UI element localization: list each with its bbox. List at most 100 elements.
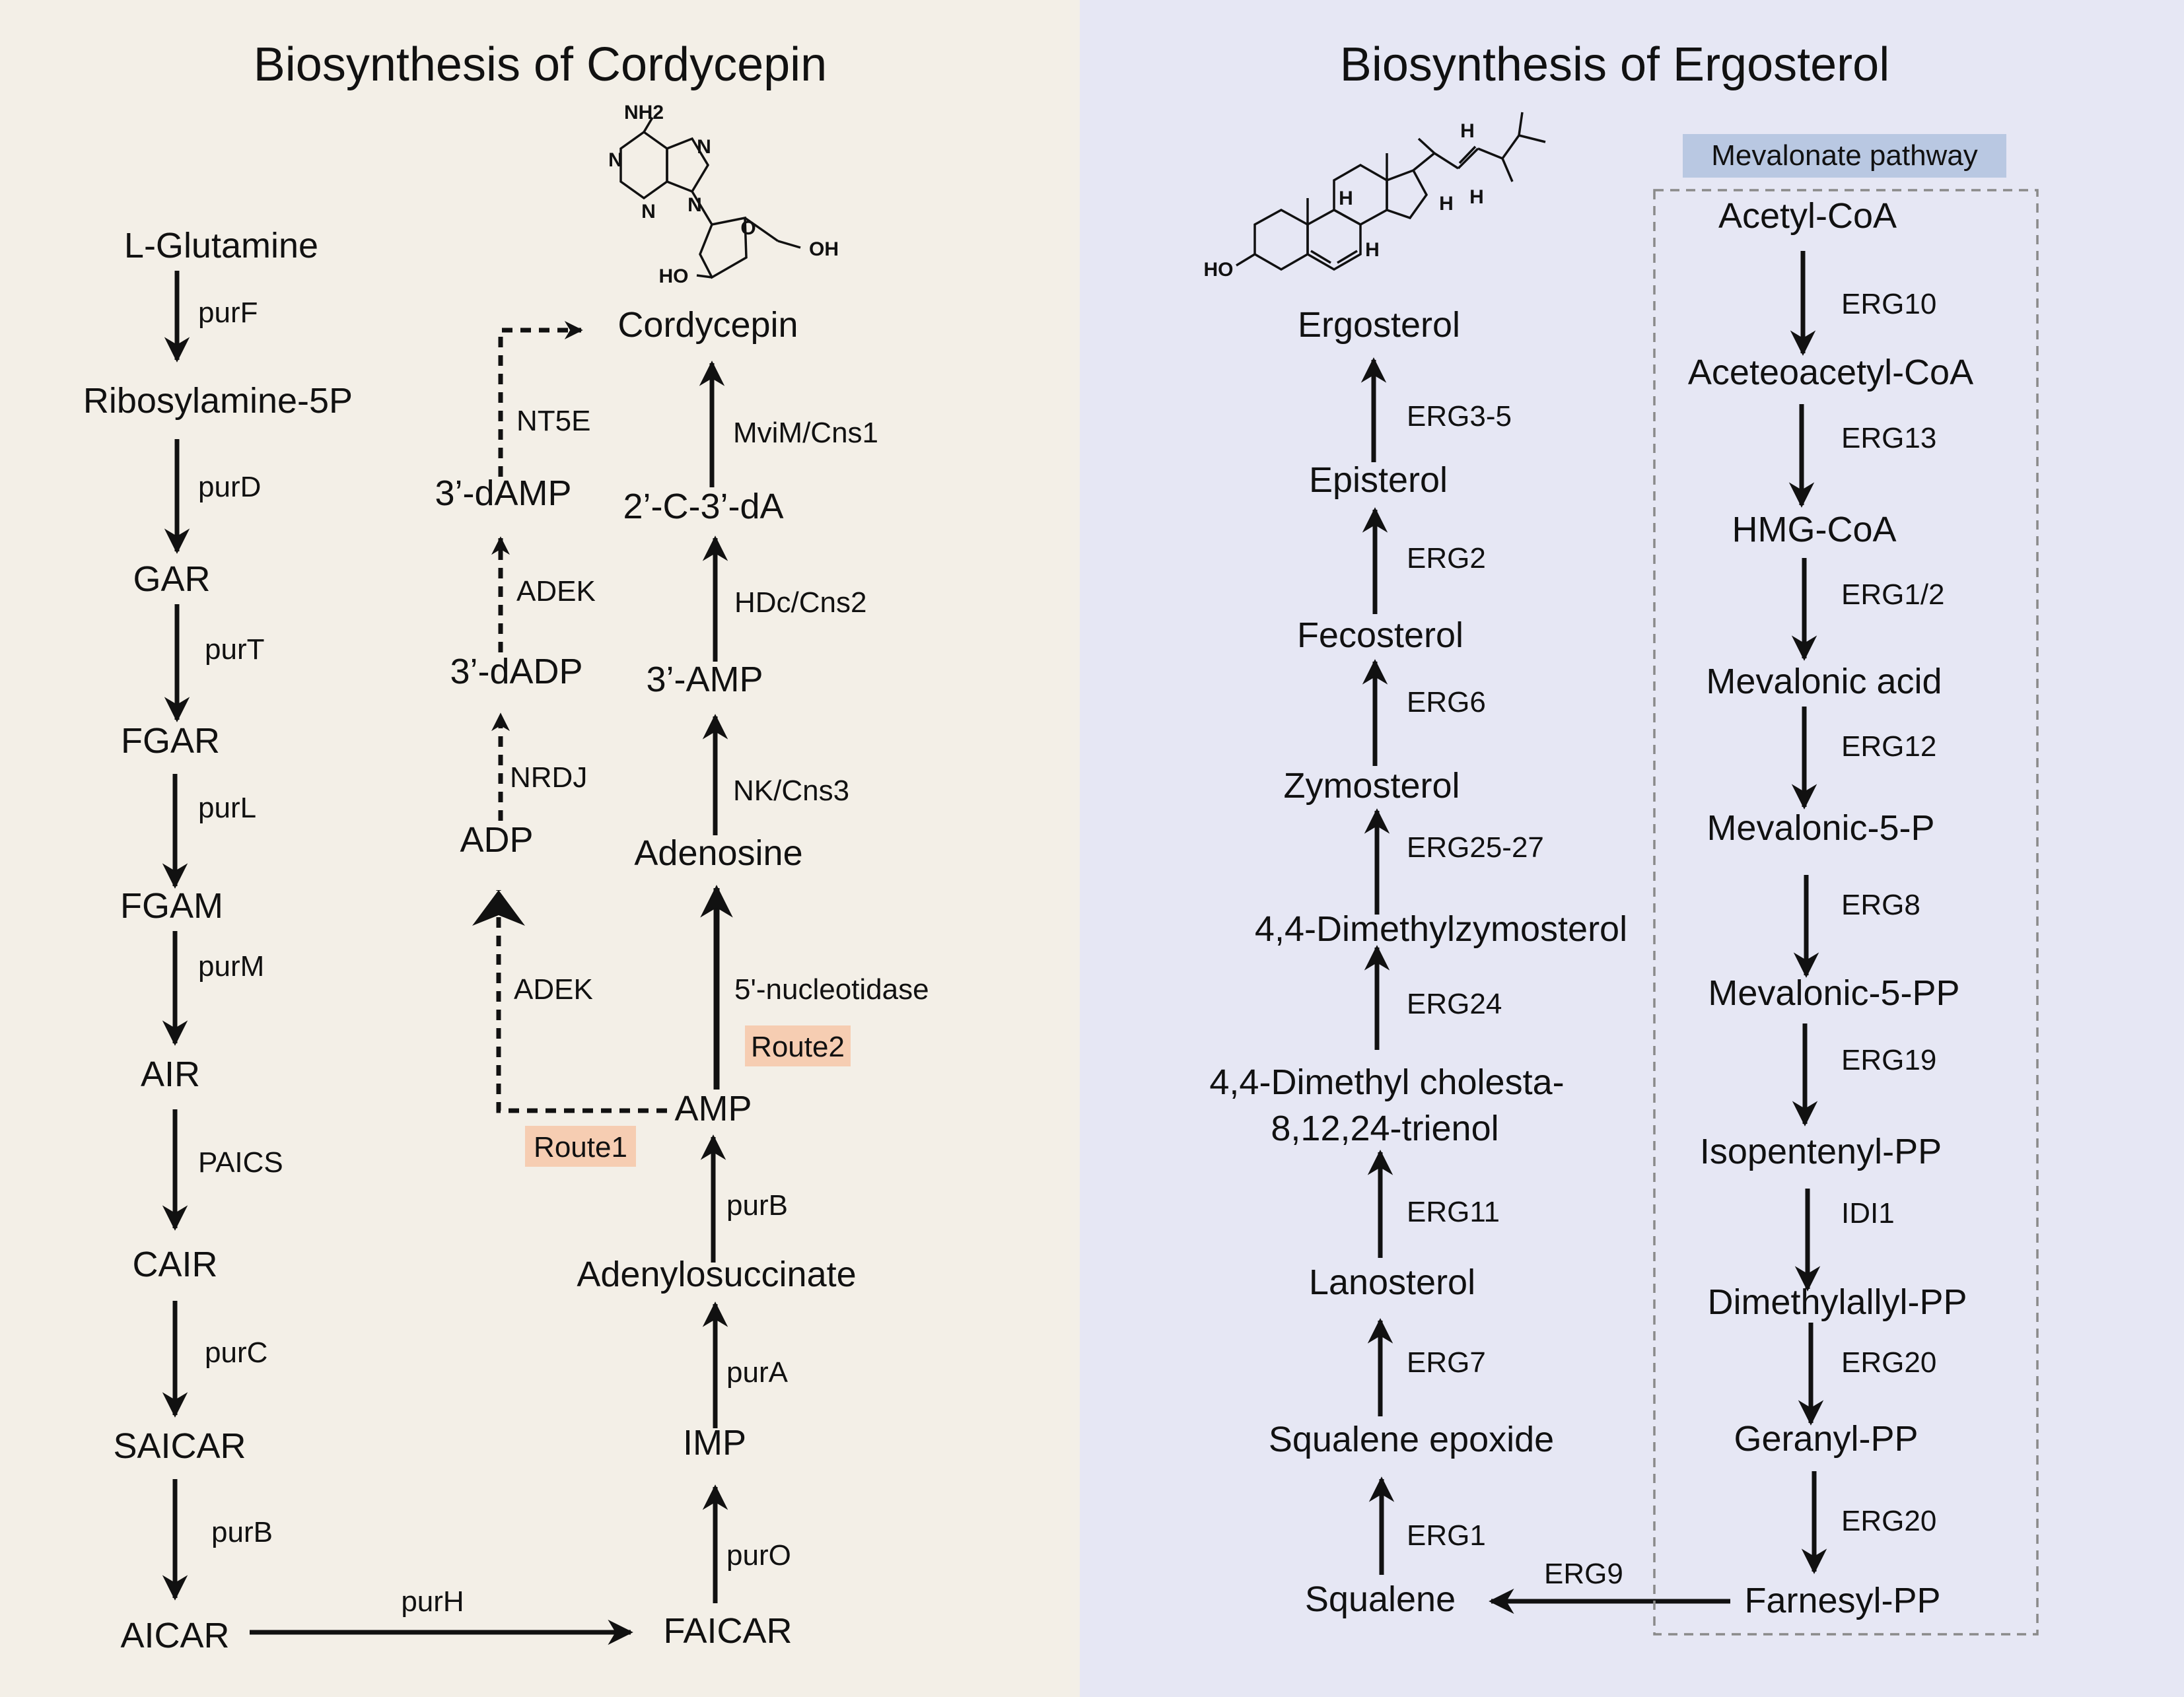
node-mevalonic-5-pp: Mevalonic-5-PP	[1708, 973, 1959, 1013]
mevalonate-pathway: Mevalonate pathway Acetyl-CoA Aceteoacet…	[1653, 134, 2039, 1636]
node-air: AIR	[141, 1055, 200, 1094]
route1-highlight	[525, 1126, 636, 1167]
enzyme-erg9: ERG9	[1544, 1558, 1623, 1590]
atom-h-14: H	[1365, 239, 1380, 261]
atom-h-17: H	[1439, 193, 1454, 215]
enzyme-erg24: ERG24	[1407, 988, 1502, 1020]
enzyme-idi1: IDI1	[1841, 1197, 1895, 1229]
ring-d	[1386, 168, 1428, 220]
route1-dashed-path	[496, 890, 667, 1113]
route1-label: Route1	[534, 1131, 627, 1163]
node-ergosterol: Ergosterol	[1298, 305, 1460, 345]
route2-highlight	[745, 1025, 851, 1066]
node-adp: ADP	[460, 820, 533, 860]
enzyme-nrdj: NRDJ	[510, 761, 587, 794]
enzyme-purH: purH	[401, 1585, 464, 1618]
enzyme-erg13: ERG13	[1841, 422, 1936, 454]
ergosterol-structure: HO H H H H H	[1204, 112, 1546, 281]
atom-n1: N	[608, 149, 623, 171]
enzyme-erg25-27: ERG25-27	[1407, 831, 1544, 864]
node-acetyl-coa: Acetyl-CoA	[1718, 196, 1897, 236]
enzyme-purC: purC	[205, 1336, 267, 1369]
ribose-ring	[699, 216, 748, 279]
ergosterol-chain: Squalene Squalene epoxide Lanosterol 4,4…	[1209, 305, 1730, 1619]
mevalonate-label: Mevalonate pathway	[1711, 139, 1978, 172]
enzyme-nk-cns3: NK/Cns3	[733, 775, 849, 807]
atom-h-22: H	[1460, 120, 1475, 142]
node-l-glutamine: L-Glutamine	[124, 226, 318, 265]
enzyme-erg19: ERG19	[1841, 1044, 1936, 1076]
enzyme-erg8: ERG8	[1841, 889, 1920, 921]
enzyme-erg1: ERG1	[1407, 1519, 1486, 1552]
node-mevalonic-acid: Mevalonic acid	[1706, 662, 1942, 701]
atom-nh2: NH2	[624, 102, 664, 123]
atom-ho: HO	[659, 265, 689, 287]
node-2-c-3-da: 2’-C-3’-dA	[623, 487, 783, 526]
enzyme-erg20-2: ERG20	[1841, 1505, 1936, 1537]
enzyme-purF: purF	[198, 296, 258, 329]
enzyme-adek-1: ADEK	[514, 973, 593, 1006]
enzyme-purL: purL	[198, 792, 256, 824]
cordycepin-structure: NH2 N N N N O OH HO	[608, 102, 839, 287]
node-3-damp: 3’-dAMP	[435, 473, 571, 513]
node-adenosine: Adenosine	[634, 833, 802, 873]
node-lanosterol: Lanosterol	[1309, 1263, 1475, 1302]
enzyme-purB-left: purB	[211, 1516, 273, 1548]
node-dimethyl-cholesta-line2: 8,12,24-trienol	[1271, 1109, 1498, 1148]
node-aceteoacetyl-coa: Aceteoacetyl-CoA	[1688, 353, 1973, 392]
node-squalene-epoxide: Squalene epoxide	[1269, 1420, 1554, 1459]
enzyme-purB-right: purB	[726, 1189, 788, 1222]
enzyme-paics: PAICS	[198, 1146, 283, 1179]
route2-label: Route2	[751, 1031, 845, 1063]
pyrimidine-ring	[619, 130, 668, 200]
atom-n3: N	[641, 201, 656, 223]
node-hmg-coa: HMG-CoA	[1732, 510, 1896, 549]
ergosterol-panel	[1080, 0, 2184, 1697]
node-mevalonic-5-p: Mevalonic-5-P	[1707, 808, 1934, 848]
purine-chain: L-Glutamine Ribosylamine-5P GAR FGAR FGA…	[83, 226, 633, 1655]
enzyme-erg6: ERG6	[1407, 686, 1486, 718]
node-fgam: FGAM	[120, 886, 223, 926]
enzyme-erg2: ERG2	[1407, 542, 1486, 574]
node-zymosterol: Zymosterol	[1283, 766, 1460, 806]
node-dimethylzymosterol: 4,4-Dimethylzymosterol	[1255, 909, 1627, 949]
node-episterol: Episterol	[1309, 460, 1448, 500]
enzyme-nt5e: NT5E	[516, 405, 590, 437]
node-gar: GAR	[133, 559, 210, 599]
node-aicar: AICAR	[120, 1616, 229, 1655]
enzyme-purA: purA	[726, 1356, 789, 1389]
node-cordycepin: Cordycepin	[617, 305, 798, 345]
enzyme-purM: purM	[198, 950, 264, 983]
node-faicar: FAICAR	[663, 1611, 792, 1651]
enzyme-purO: purO	[726, 1539, 791, 1572]
route1-chain: ADP 3’-dADP 3’-dAMP ADEK NRDJ ADEK NT5E …	[435, 321, 667, 1167]
node-fgar: FGAR	[121, 721, 220, 761]
node-adenylosuccinate: Adenylosuccinate	[577, 1255, 856, 1294]
enzyme-purD: purD	[198, 471, 261, 503]
arrowhead-adek-1	[472, 890, 525, 926]
enzyme-5-nucleotidase: 5'-nucleotidase	[734, 973, 929, 1006]
enzyme-erg7: ERG7	[1407, 1346, 1486, 1379]
ergosterol-title: Biosynthesis of Ergosterol	[1340, 38, 1889, 91]
mevalonate-label-background	[1683, 134, 2006, 178]
enzyme-erg20-1: ERG20	[1841, 1346, 1936, 1379]
node-ribosylamine-5p: Ribosylamine-5P	[83, 381, 353, 421]
node-farnesyl-pp: Farnesyl-PP	[1744, 1581, 1940, 1620]
node-fecosterol: Fecosterol	[1297, 615, 1463, 655]
enzyme-mvim-cns1: MviM/Cns1	[733, 417, 878, 449]
arrow-nt5e	[498, 321, 583, 477]
node-geranyl-pp: Geranyl-PP	[1734, 1419, 1918, 1459]
node-3-amp: 3’-AMP	[646, 660, 763, 699]
route2-chain: FAICAR IMP Adenylosuccinate AMP Adenosin…	[577, 305, 929, 1651]
cordycepin-title: Biosynthesis of Cordycepin	[254, 38, 827, 91]
node-cair: CAIR	[132, 1245, 217, 1284]
enzyme-erg3-5: ERG3-5	[1407, 400, 1512, 433]
atom-o-ring: O	[740, 217, 756, 239]
node-squalene: Squalene	[1305, 1579, 1456, 1619]
atom-h-23: H	[1469, 186, 1484, 208]
enzyme-erg11: ERG11	[1407, 1196, 1500, 1228]
node-saicar: SAICAR	[113, 1426, 246, 1466]
node-amp: AMP	[674, 1089, 752, 1128]
